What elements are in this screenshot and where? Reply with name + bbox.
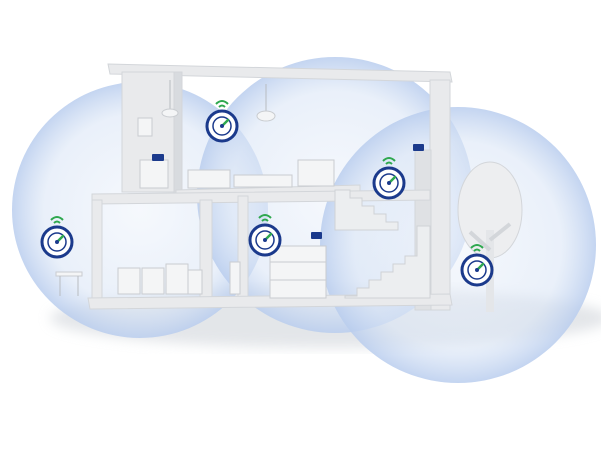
speed-gauge-icon [40,100,494,287]
mesh-router-icon [152,144,424,239]
staircase [334,189,431,299]
furniture [55,80,335,299]
coverage-bubble [320,107,596,383]
